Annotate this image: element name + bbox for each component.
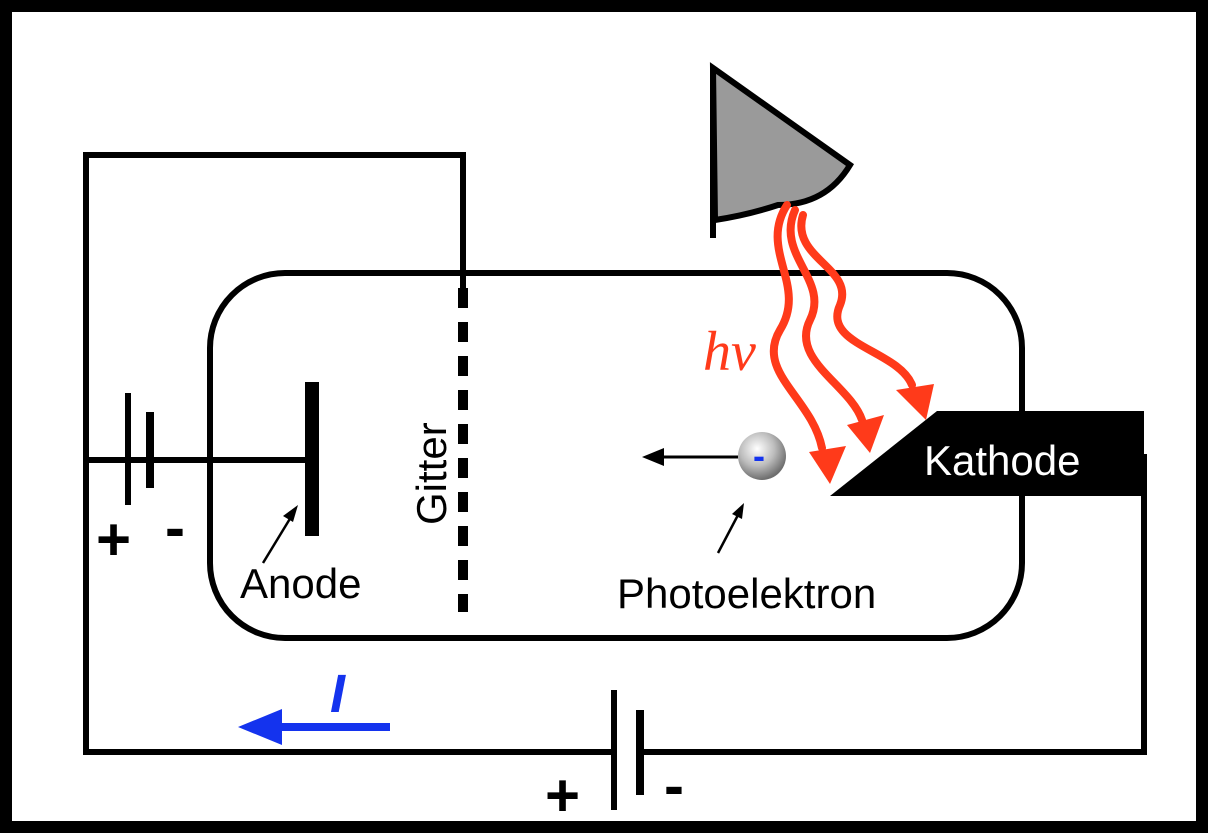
light-ray-2-head: [847, 415, 884, 453]
grid-label: Gitter: [408, 422, 455, 525]
bottom-battery-plus-sign: +: [545, 762, 580, 821]
light-rays: [769, 201, 916, 452]
anode-pointer: [261, 516, 293, 564]
current-label: I: [330, 664, 346, 724]
photoelectron-label: Photoelektron: [617, 570, 876, 617]
light-ray-2: [786, 206, 866, 424]
left-battery-minus-sign: -: [165, 494, 185, 561]
electron-charge-sign: -: [753, 435, 765, 476]
light-ray-3: [797, 211, 916, 389]
electron-direction-arrow-head: [642, 448, 664, 466]
photoelectron: [738, 432, 786, 480]
anode-pointer-head: [283, 505, 298, 522]
lamp-icon: [709, 62, 855, 224]
current-arrow-head: [238, 709, 282, 745]
light-ray-1-head: [809, 446, 846, 484]
wire-top-left: [83, 152, 611, 755]
photoelectron-pointer: [716, 514, 740, 554]
bottom-battery-minus-sign: -: [664, 752, 684, 819]
diagram-panel: + - Anode Gitter Kathode - Photoelektron…: [12, 12, 1196, 821]
photoelectron-pointer-head: [732, 503, 744, 519]
left-battery-plus-sign: +: [96, 506, 131, 573]
light-ray-heads: [809, 384, 934, 484]
anode-label: Anode: [240, 560, 361, 607]
light-ray-1: [769, 201, 826, 452]
cathode-label: Kathode: [924, 437, 1080, 484]
light-ray-3-head: [896, 384, 934, 420]
photon-energy-label: hν: [703, 321, 756, 383]
photoelectric-circuit-diagram: + - Anode Gitter Kathode - Photoelektron…: [83, 62, 1147, 821]
cathode-electrode: [830, 411, 1144, 496]
